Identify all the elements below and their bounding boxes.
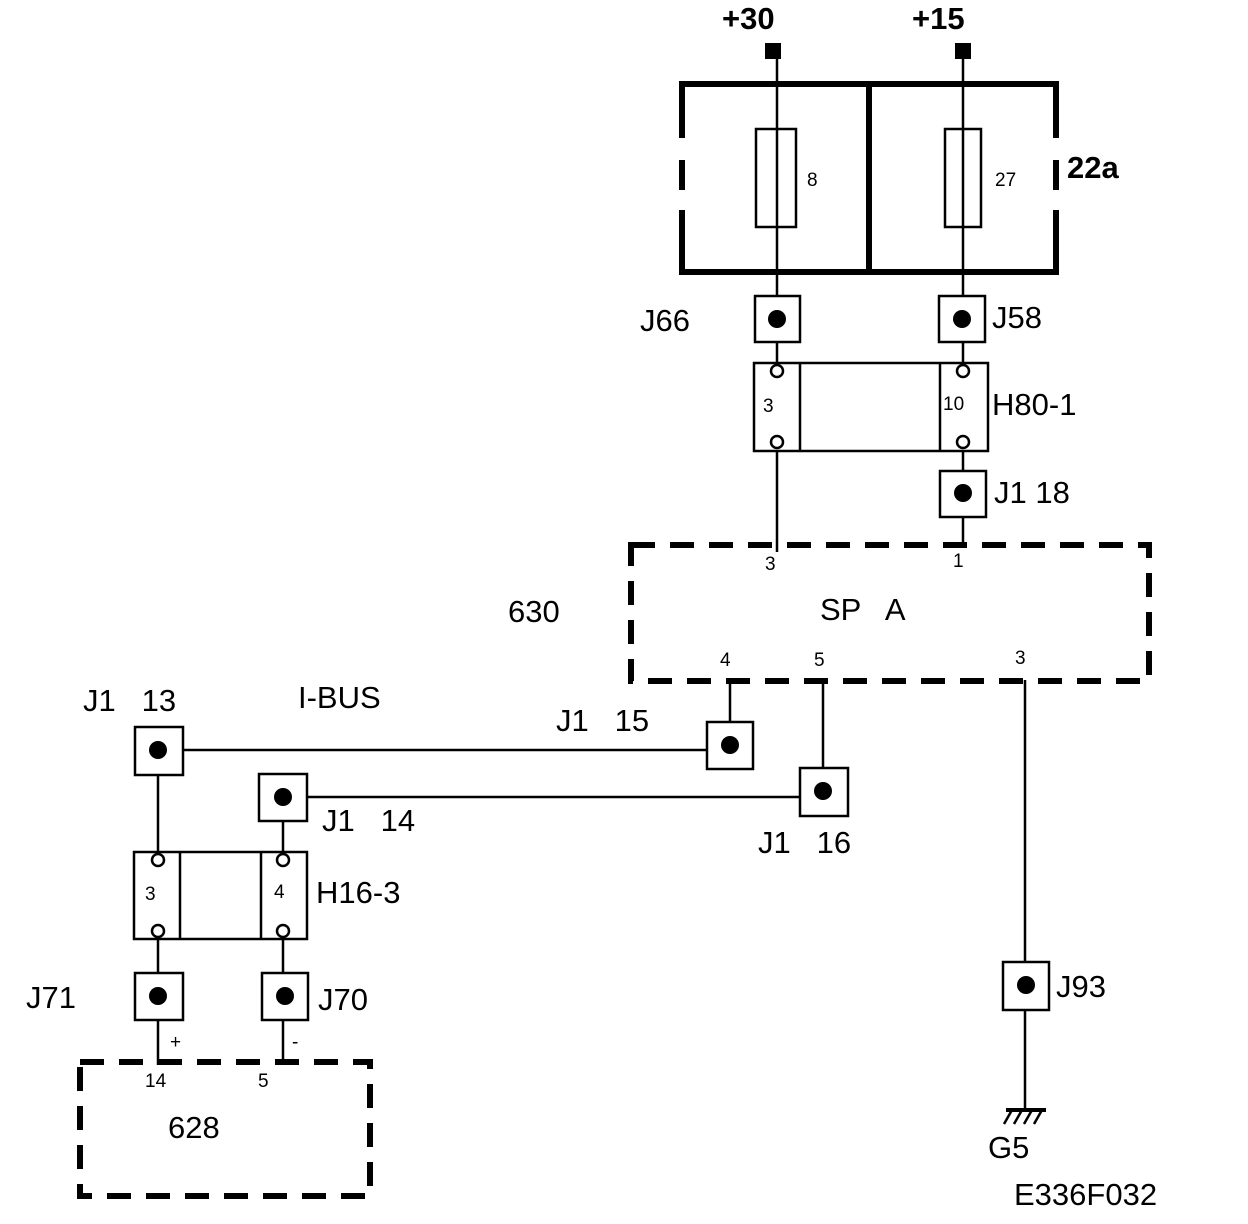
fuse-box: 8 27 22a xyxy=(679,81,1119,275)
module-628-pin-plus: + xyxy=(170,1032,181,1053)
junction-j71-dot xyxy=(149,987,167,1005)
junction-j1-15: J1 15 xyxy=(556,703,755,771)
module-630-pin-bottom-3: 3 xyxy=(1015,648,1026,669)
diagram-code: E336F032 xyxy=(1014,1177,1157,1212)
ground-hatch-3 xyxy=(1022,1109,1034,1125)
junction-j66-label: J66 xyxy=(640,303,690,338)
junction-j1-18-dot xyxy=(954,484,972,502)
junction-j58-dot xyxy=(953,310,971,328)
fuse-8-label: 8 xyxy=(807,170,818,191)
ground-hatch-2 xyxy=(1012,1109,1024,1125)
junction-j1-18-label: J1 18 xyxy=(994,475,1070,510)
junction-j66-dot xyxy=(768,310,786,328)
connector-h16-3-body xyxy=(132,850,309,941)
junction-j1-14-label: J1 14 xyxy=(322,803,415,838)
module-630: 630 SP A 3 1 4 5 3 xyxy=(508,542,1152,684)
junction-j1-15-label: J1 15 xyxy=(556,703,649,738)
module-628: 628 + - 14 5 xyxy=(77,1032,373,1199)
junction-j93-label: J93 xyxy=(1056,969,1106,1004)
connector-h16-3-pin-right: 4 xyxy=(274,882,285,903)
fuse-27-label: 27 xyxy=(995,170,1016,191)
connector-h80-1-pin3-top xyxy=(769,363,785,379)
connector-h16-3-label: H16-3 xyxy=(316,875,400,910)
terminal-plus30-block xyxy=(765,43,781,59)
ground-hatch-1 xyxy=(1002,1109,1014,1125)
junction-j93: J93 xyxy=(1001,960,1106,1012)
module-628-outline xyxy=(77,1059,373,1199)
junction-j1-13-label: J1 13 xyxy=(83,683,176,718)
module-628-pin-left: 14 xyxy=(145,1071,167,1092)
module-630-pin-top-right: 1 xyxy=(953,551,964,572)
module-628-pin-minus: - xyxy=(292,1032,298,1053)
connector-h80-1-label: H80-1 xyxy=(992,387,1076,422)
connector-h80-1-body xyxy=(752,361,990,453)
junction-j1-15-dot xyxy=(721,736,739,754)
module-628-pin-right: 5 xyxy=(258,1071,269,1092)
junction-j70-dot xyxy=(276,987,294,1005)
terminal-plus30-label: +30 xyxy=(722,1,775,36)
junction-j1-14-dot xyxy=(274,788,292,806)
terminal-plus15-block xyxy=(955,43,971,59)
module-630-outline xyxy=(628,542,1152,684)
connector-h80-1: 3 10 H80-1 xyxy=(752,361,1076,453)
connector-h80-1-pin-left: 3 xyxy=(763,396,774,417)
junction-j70-label: J70 xyxy=(318,982,368,1017)
module-630-id: 630 xyxy=(508,594,560,629)
module-630-pin-bottom-1: 4 xyxy=(720,650,731,671)
junction-j93-dot xyxy=(1017,976,1035,994)
junction-j71: J71 xyxy=(26,971,185,1022)
junction-j1-14: J1 14 xyxy=(257,772,415,838)
module-630-name: SP A xyxy=(820,592,906,627)
connector-h80-1-pin-right: 10 xyxy=(943,394,964,415)
junction-j1-18: J1 18 xyxy=(938,469,1070,519)
junction-j1-13: J1 13 xyxy=(83,683,185,777)
ground-label: G5 xyxy=(988,1130,1029,1165)
connector-h16-3-pin3-top xyxy=(150,852,166,868)
junction-j58: J58 xyxy=(937,294,1042,344)
junction-j58-label: J58 xyxy=(992,300,1042,335)
terminal-plus15-label: +15 xyxy=(912,1,965,36)
connector-h16-3: 3 4 H16-3 xyxy=(132,850,400,941)
junction-j66: J66 xyxy=(640,294,802,344)
junction-j70: J70 xyxy=(260,971,368,1022)
connector-h80-1-pin10-top xyxy=(955,363,971,379)
junction-j1-16-dot xyxy=(814,782,832,800)
ground-g5: G5 xyxy=(988,1108,1046,1165)
wires xyxy=(156,59,1027,1110)
terminal-plus30: +30 xyxy=(722,1,781,59)
module-630-pin-top-left: 3 xyxy=(765,554,776,575)
junction-j71-label: J71 xyxy=(26,980,76,1015)
module-630-pin-bottom-2: 5 xyxy=(814,650,825,671)
connector-h16-3-pin3-bottom xyxy=(150,923,166,939)
junction-j1-16-label: J1 16 xyxy=(758,825,851,860)
junction-j1-13-dot xyxy=(149,741,167,759)
connector-h80-1-pin3-bottom xyxy=(769,434,785,450)
module-628-id: 628 xyxy=(168,1110,220,1145)
connector-h16-3-pin4-bottom xyxy=(275,923,291,939)
connector-h16-3-pin-left: 3 xyxy=(145,884,156,905)
terminal-plus15: +15 xyxy=(912,1,971,59)
junction-j1-16: J1 16 xyxy=(758,766,851,860)
ibus-label: I-BUS xyxy=(298,680,381,715)
connector-h16-3-pin4-top xyxy=(275,852,291,868)
ground-hatch-4 xyxy=(1032,1109,1044,1125)
fuse-box-label: 22a xyxy=(1067,150,1119,185)
connector-h80-1-pin10-bottom xyxy=(955,434,971,450)
